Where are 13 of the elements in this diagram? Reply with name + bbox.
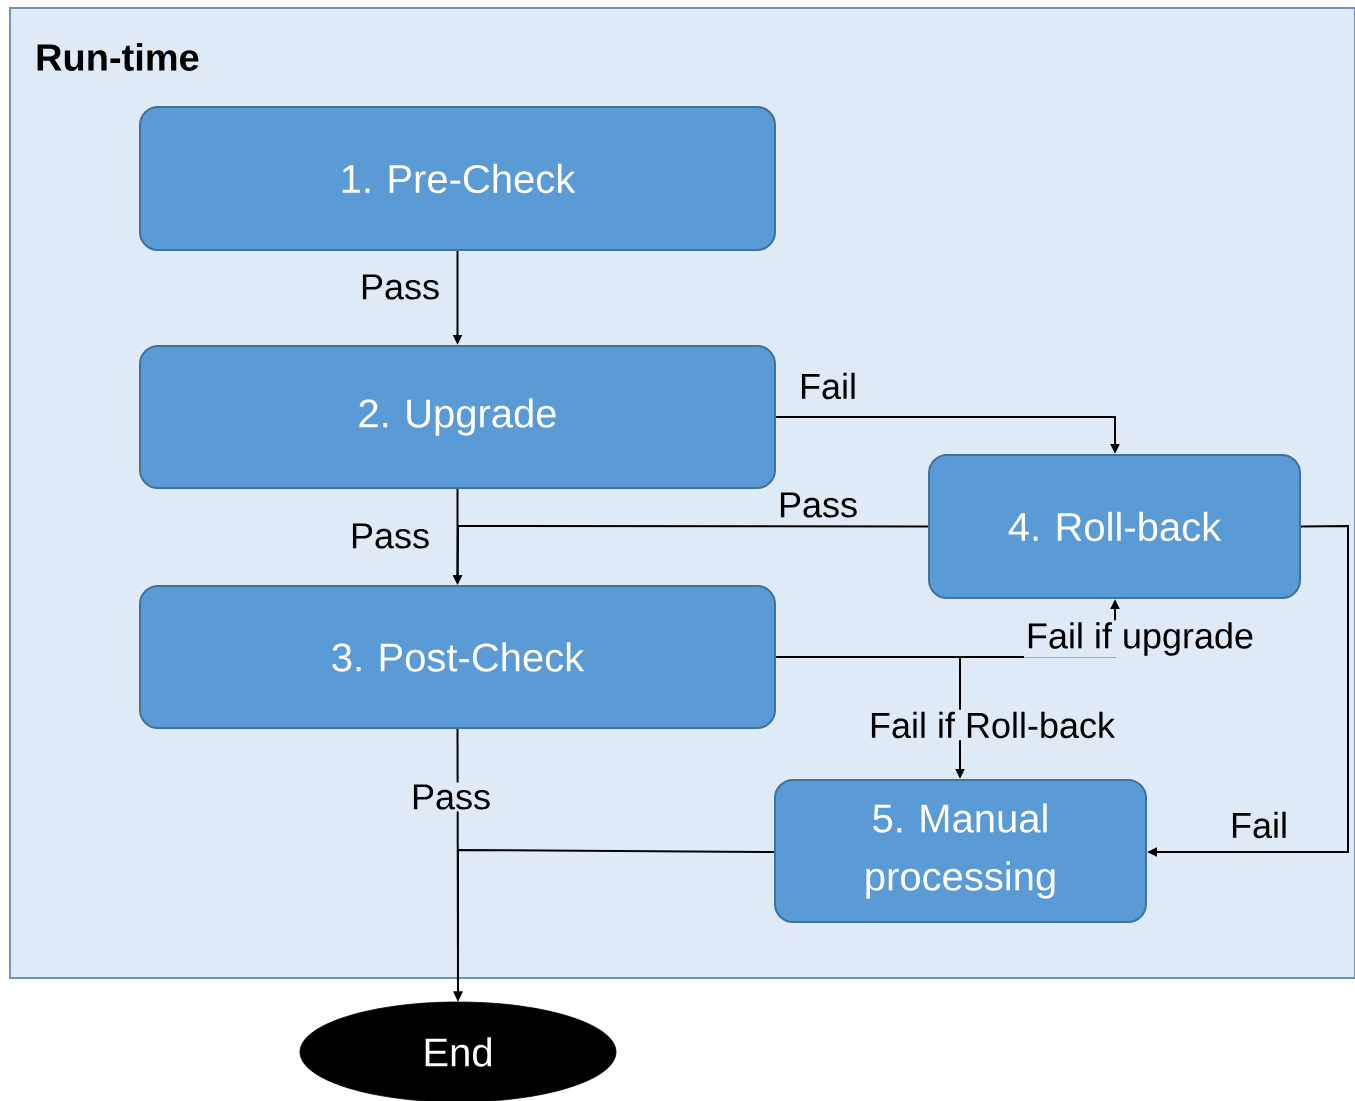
edge-label: Pass <box>409 782 493 812</box>
edge-label: Fail <box>1228 809 1290 841</box>
process-box: 1. Pre-Check <box>139 106 776 251</box>
edge-label: Pass <box>348 521 432 551</box>
process-box: 3. Post-Check <box>139 585 776 729</box>
edge-label: Fail <box>797 370 859 402</box>
process-box: 2. Upgrade <box>139 345 776 489</box>
edge-label: Pass <box>776 490 860 520</box>
edge-label: Pass <box>358 272 442 302</box>
process-box: 5. Manual processing <box>774 779 1147 923</box>
process-box: 4. Roll-back <box>928 454 1301 599</box>
edge-label: Fail if upgrade <box>1023 620 1257 658</box>
edge-label: Fail if Roll-back <box>867 709 1118 741</box>
